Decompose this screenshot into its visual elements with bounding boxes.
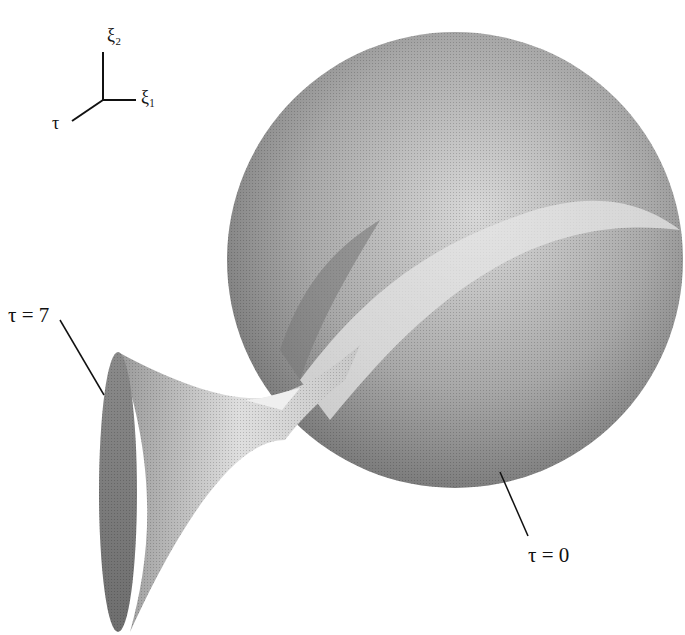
time-label: τ = 7 [8,305,49,326]
axis-triad [72,52,136,121]
time-label: τ = 0 [528,545,569,566]
funnel-surface [118,345,360,632]
end-ellipse [99,352,137,632]
twist-band [300,201,680,420]
axis-label: ξ₁ [141,88,155,106]
axis-label: τ [52,114,59,132]
leader-line [60,320,528,536]
axis-label: ξ₂ [107,26,121,44]
